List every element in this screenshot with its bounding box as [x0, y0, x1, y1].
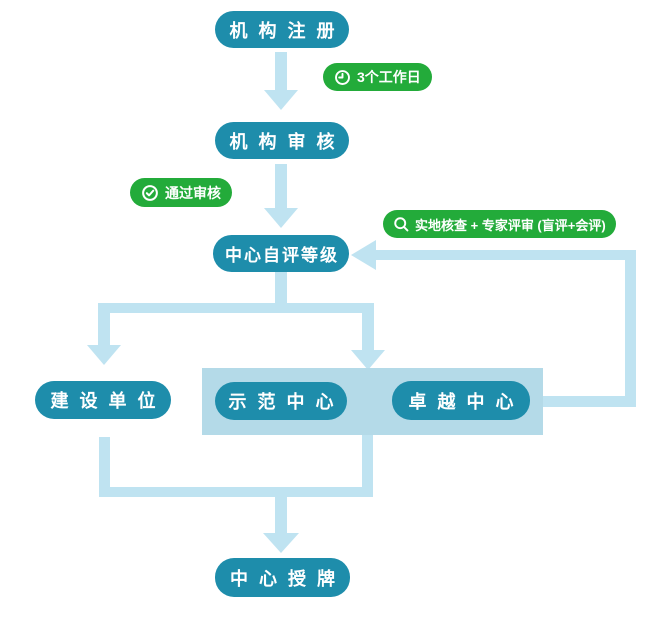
loop-bottom-line	[543, 396, 636, 407]
converge-right-line	[362, 435, 373, 497]
branch-left-shaft	[98, 313, 110, 345]
node-label: 建设单位	[50, 391, 167, 411]
node-construction-unit: 建设单位	[35, 381, 171, 419]
badge-expert-evaluation: 实地核查 + 专家评审 (盲评+会评)	[383, 210, 616, 238]
node-institution-register: 机构注册	[215, 11, 349, 48]
arrow-register-to-review-head	[264, 90, 298, 110]
node-label: 示范中心	[228, 392, 345, 412]
node-center-self-grade: 中心自评等级	[213, 235, 349, 272]
badge-label: 3个工作日	[357, 69, 421, 85]
badge-pass-review: 通过审核	[130, 178, 232, 207]
loop-top-line	[376, 250, 636, 260]
node-label: 机构注册	[229, 20, 346, 41]
branch-stub	[275, 272, 287, 308]
node-label: 中心授牌	[230, 568, 346, 589]
search-icon	[393, 216, 410, 233]
loop-arrow-head	[351, 240, 376, 270]
branch-horizontal-line	[98, 303, 374, 313]
branch-right-head	[351, 350, 385, 370]
arrow-review-to-selfgrade-shaft	[275, 164, 287, 208]
node-excellence-center: 卓越中心	[392, 381, 530, 420]
arrow-register-to-review-shaft	[275, 52, 287, 90]
converge-left-line	[99, 437, 110, 497]
node-label: 中心自评等级	[225, 246, 339, 265]
badge-working-days: 3个工作日	[323, 63, 432, 91]
loop-right-line	[625, 250, 636, 407]
node-label: 机构审核	[229, 131, 346, 152]
badge-label: 实地核查 + 专家评审 (盲评+会评)	[415, 217, 606, 233]
badge-label: 通过审核	[165, 184, 221, 201]
branch-left-head	[87, 345, 121, 365]
node-center-award: 中心授牌	[215, 558, 350, 597]
node-label: 卓越中心	[408, 391, 525, 412]
branch-right-shaft	[362, 313, 374, 350]
arrow-review-to-selfgrade-head	[264, 208, 298, 228]
arrow-to-award-head	[263, 533, 299, 553]
clock-icon	[334, 69, 351, 86]
arrow-to-award-shaft	[275, 497, 287, 533]
converge-horizontal-line	[99, 487, 373, 497]
check-icon	[141, 184, 159, 202]
node-institution-review: 机构审核	[215, 122, 349, 159]
node-demonstration-center: 示范中心	[215, 382, 347, 420]
